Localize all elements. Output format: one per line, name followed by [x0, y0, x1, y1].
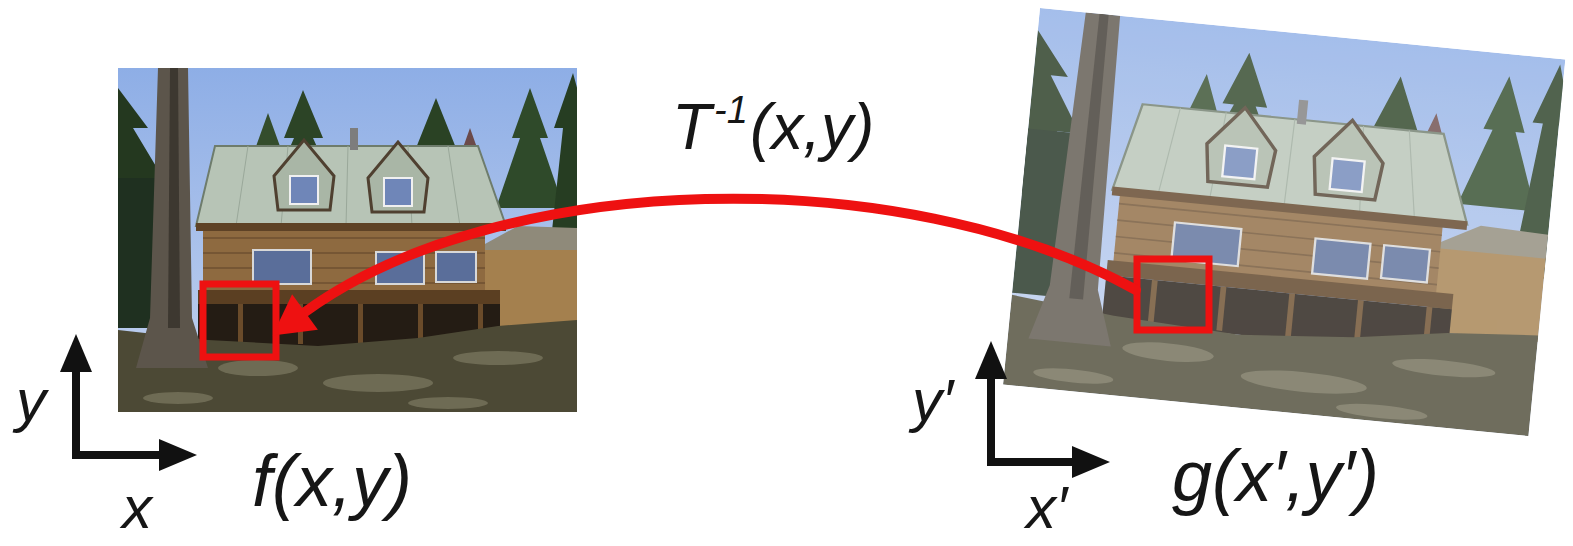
house-photo [1003, 8, 1573, 437]
source-image [118, 68, 588, 412]
house-photo [118, 68, 588, 412]
image-caption: g(x′,y′) [1172, 440, 1379, 512]
axis-head [159, 439, 197, 471]
axes [60, 334, 197, 471]
mapping-arrow [305, 199, 1136, 312]
axis-label: y′ [912, 371, 953, 431]
warped-image [1003, 8, 1573, 437]
patch-box [1137, 259, 1209, 330]
patch-box [203, 284, 276, 357]
transform-label: T [672, 95, 711, 159]
axis-head [1072, 446, 1110, 478]
axis-line [987, 458, 1075, 466]
axis-head [975, 341, 1007, 379]
axis-label: x [122, 478, 152, 538]
axis-label: x′ [1026, 478, 1067, 538]
brightness-overlay [1003, 8, 1565, 436]
transform-superscript: -1 [714, 91, 748, 129]
axis-line [72, 368, 80, 458]
axis-line [987, 376, 995, 465]
arrow-head [273, 294, 318, 335]
image-caption: f(x,y) [252, 445, 412, 517]
axis-line [72, 451, 162, 459]
axes [975, 341, 1110, 478]
axis-label: y [16, 371, 46, 431]
axis-head [60, 334, 92, 372]
transform-label: (x,y) [750, 95, 874, 159]
